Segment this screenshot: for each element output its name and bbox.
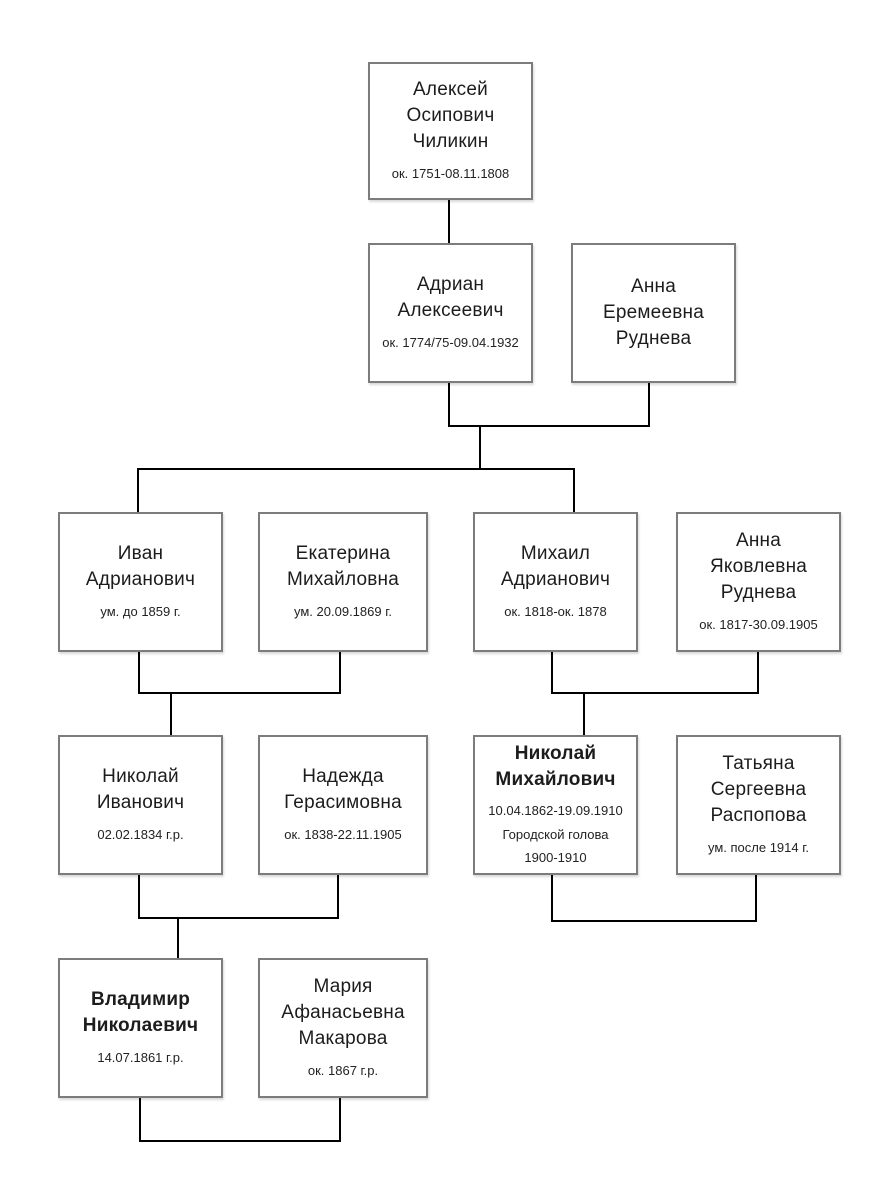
connector-nadezhda-to-bar: [337, 875, 339, 919]
marriage-bar-vladimir-maria: [139, 1140, 341, 1142]
connector-bar-to-nikolay-mikhailovich: [583, 692, 585, 737]
connector-children-bar-to-ivan: [137, 468, 139, 514]
person-dates: ум. до 1859 г.: [100, 603, 181, 619]
person-node-nikolay-mikhailovich[interactable]: Николай Михайлович 10.04.1862-19.09.1910…: [473, 735, 638, 875]
person-dates: ок. 1838-22.11.1905: [284, 826, 402, 842]
person-name: Анна Яковлевна Руднева: [709, 529, 808, 604]
person-dates: 10.04.1862-19.09.1910 Городской голова 1…: [488, 803, 623, 865]
marriage-bar-nikolay-nadezhda: [138, 917, 339, 919]
person-name: Михаил Адрианович: [500, 543, 611, 591]
person-name: Иван Адрианович: [85, 543, 196, 591]
person-name: Адриан Алексеевич: [397, 274, 504, 322]
connector-mikhail-to-bar: [551, 652, 553, 694]
connector-maria-to-bar: [339, 1098, 341, 1142]
connector-nikolay-mikhailovich-to-bar: [551, 875, 553, 922]
connector-ekaterina-to-bar: [339, 652, 341, 694]
person-node-ekaterina-mikhailovna[interactable]: Екатерина Михайловна ум. 20.09.1869 г.: [258, 512, 428, 652]
person-node-anna-eremeevna-rudneva[interactable]: Анна Еремеевна Руднева: [571, 243, 736, 383]
connector-vladimir-to-bar: [139, 1098, 141, 1142]
connector-bar-to-nikolay-ivanovich: [170, 692, 172, 737]
marriage-bar-nikolay-tatyana: [551, 920, 757, 922]
connector-anna-yakovlevna-to-bar: [757, 652, 759, 694]
person-name: Алексей Осипович Чиликин: [406, 78, 495, 153]
person-node-nadezhda-gerasimovna[interactable]: Надежда Герасимовна ок. 1838-22.11.1905: [258, 735, 428, 875]
person-node-anna-yakovlevna-rudneva[interactable]: Анна Яковлевна Руднева ок. 1817-30.09.19…: [676, 512, 841, 652]
person-dates: ум. после 1914 г.: [707, 839, 809, 855]
marriage-bar-adrian-anna: [448, 425, 650, 427]
connector-adrian-to-bar: [448, 383, 450, 427]
person-dates: ум. 20.09.1869 г.: [294, 603, 392, 619]
person-dates: ок. 1818-ок. 1878: [504, 603, 607, 619]
connector-aleksey-adrian: [448, 200, 450, 243]
marriage-bar-ivan-ekaterina: [138, 692, 341, 694]
person-dates: ок. 1817-30.09.1905: [699, 616, 818, 632]
person-name: Надежда Герасимовна: [284, 766, 402, 814]
person-dates: 02.02.1834 г.р.: [97, 826, 184, 842]
person-name: Татьяна Сергеевна Распопова: [710, 752, 807, 827]
person-node-aleksey-chilikin[interactable]: Алексей Осипович Чиликин ок. 1751-08.11.…: [368, 62, 533, 200]
person-node-adrian-alekseevich[interactable]: Адриан Алексеевич ок. 1774/75-09.04.1932: [368, 243, 533, 383]
marriage-bar-mikhail-anna: [551, 692, 759, 694]
person-dates: ок. 1751-08.11.1808: [391, 165, 510, 181]
person-name: Николай Михайлович: [495, 742, 616, 790]
children-bar-adrian-anna: [137, 468, 575, 470]
person-name: Екатерина Михайловна: [287, 543, 399, 591]
person-name: Мария Афанасьевна Макарова: [281, 975, 405, 1050]
person-node-vladimir-nikolaevich[interactable]: Владимир Николаевич 14.07.1861 г.р.: [58, 958, 223, 1098]
connector-anna-eremeevna-to-bar: [648, 383, 650, 427]
connector-nikolay-ivanovich-to-bar: [138, 875, 140, 919]
connector-children-bar-to-mikhail: [573, 468, 575, 514]
connector-ivan-to-bar: [138, 652, 140, 694]
person-node-ivan-adrianovich[interactable]: Иван Адрианович ум. до 1859 г.: [58, 512, 223, 652]
person-node-maria-makarova[interactable]: Мария Афанасьевна Макарова ок. 1867 г.р.: [258, 958, 428, 1098]
connector-bar-to-vladimir: [177, 917, 179, 960]
person-node-mikhail-adrianovich[interactable]: Михаил Адрианович ок. 1818-ок. 1878: [473, 512, 638, 652]
person-node-tatyana-raspopova[interactable]: Татьяна Сергеевна Распопова ум. после 19…: [676, 735, 841, 875]
person-dates: 14.07.1861 г.р.: [97, 1049, 184, 1065]
person-dates: ок. 1774/75-09.04.1932: [382, 334, 519, 350]
person-node-nikolay-ivanovich[interactable]: Николай Иванович 02.02.1834 г.р.: [58, 735, 223, 875]
person-dates: ок. 1867 г.р.: [307, 1062, 379, 1078]
person-name: Анна Еремеевна Руднева: [603, 275, 704, 350]
person-name: Владимир Николаевич: [82, 989, 199, 1037]
connector-bar-to-children-bar: [479, 425, 481, 470]
connector-tatyana-to-bar: [755, 875, 757, 922]
person-name: Николай Иванович: [96, 766, 185, 814]
